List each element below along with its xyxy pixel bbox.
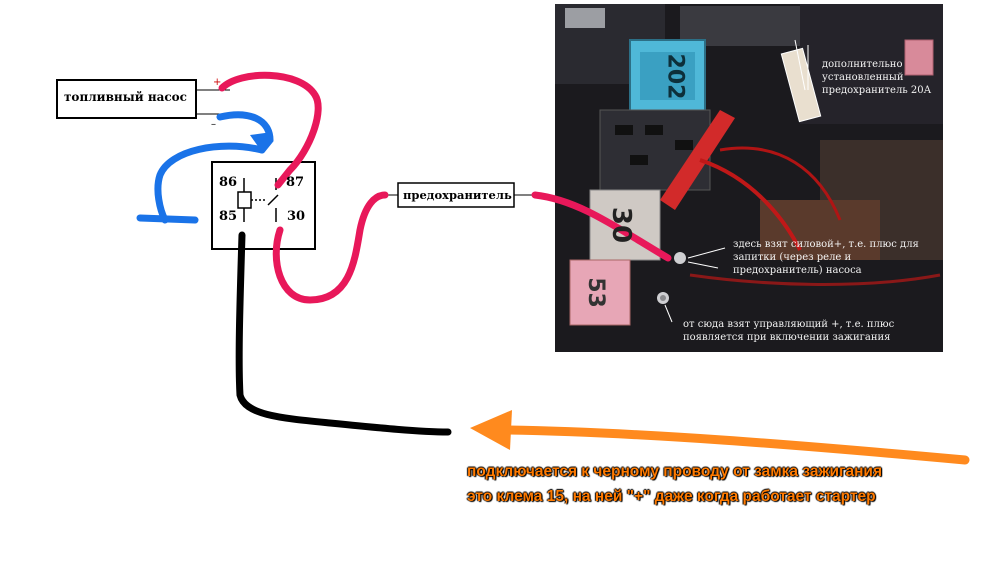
ground-bar	[136, 214, 199, 224]
relay-pin-87: 87	[286, 175, 305, 190]
red-wire-pump-to-87	[218, 71, 322, 189]
caption-line-1: подключается к черному проводу от замка …	[467, 463, 883, 480]
caption-line-2: это клема 15, на ней "+" даже когда рабо…	[467, 488, 876, 505]
fuse-number-53: 53	[582, 277, 608, 308]
orange-arrow	[470, 410, 970, 465]
relay-symbol	[237, 178, 279, 222]
fuse-number-30: 30	[606, 206, 637, 244]
relay-pin-85: 85	[219, 209, 238, 224]
fuse-number-202: 202	[662, 53, 688, 100]
extra-fuse-note: дополнительно установленный предохраните…	[822, 59, 932, 96]
engine-bay-photo	[555, 4, 943, 352]
red-wire-30-to-fuse	[272, 191, 389, 304]
power-plus-note: здесь взят силовой+, т.е. плюс для запит…	[733, 239, 919, 276]
fuel-pump-box	[56, 79, 197, 119]
plus-sign: +	[213, 77, 222, 88]
black-wire-ignition	[235, 231, 452, 436]
relay-pin-86: 86	[219, 175, 238, 190]
fuse-box	[397, 182, 515, 208]
relay-box	[211, 161, 316, 250]
relay-pin-30: 30	[287, 209, 306, 224]
blue-wire-arrowhead	[250, 132, 272, 152]
red-wire-fuse-to-battery	[531, 191, 672, 262]
fuel-pump-label: топливный насос	[64, 90, 187, 104]
minus-sign: –	[211, 119, 216, 130]
fuse-label: предохранитель	[403, 188, 512, 202]
blue-wire-pump-minus	[216, 111, 274, 154]
control-plus-note: от сюда взят управляющий +, т.е. плюс по…	[683, 319, 895, 343]
blue-wire-ground	[154, 142, 266, 224]
